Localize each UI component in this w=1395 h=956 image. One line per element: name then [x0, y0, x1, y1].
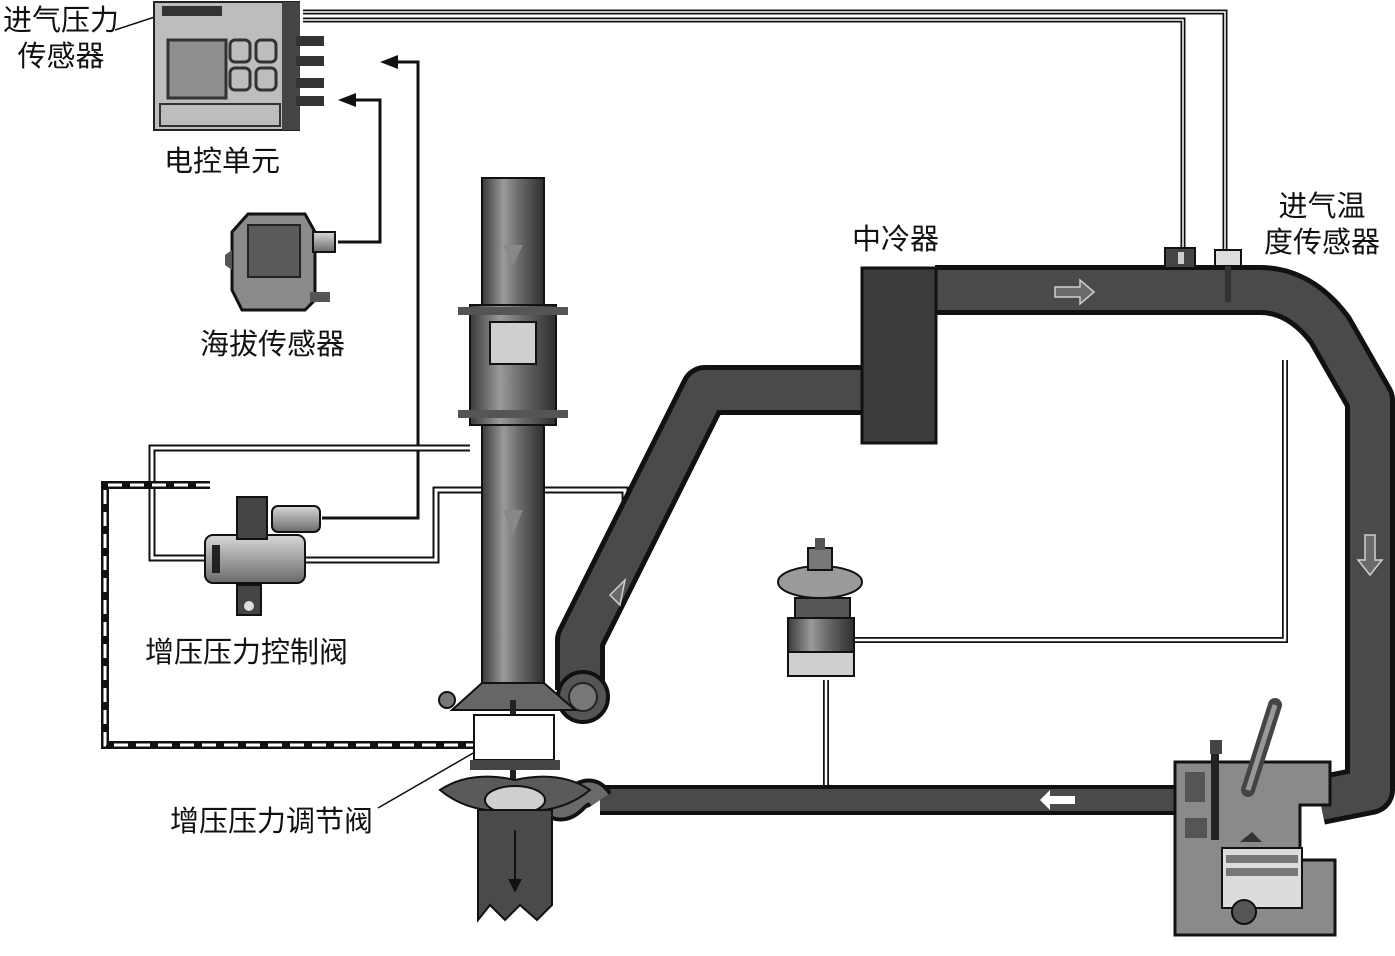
temp-signal-line — [303, 9, 1228, 255]
intercooler-label: 中冷器 — [852, 222, 940, 256]
altitude-sensor-icon — [225, 212, 336, 312]
temperature-sensor-icon — [1214, 249, 1242, 302]
intake-column — [449, 177, 578, 711]
diverter-valve-icon — [777, 538, 863, 677]
intake-pressure-sensor-label-line-2: 传感器 — [17, 39, 105, 73]
pressure-signal-line — [303, 17, 1186, 250]
ecu-label: 电控单元 — [164, 144, 281, 178]
ecu-board-icon — [153, 1, 324, 131]
ecu-valve-signal-line — [322, 60, 420, 520]
signal-lines — [303, 9, 1228, 520]
boost-control-valve-label: 增压压力控制阀 — [145, 635, 349, 669]
intake-temp-sensor-label-line-2: 度传感器 — [1263, 225, 1380, 259]
pressure-sensor-icon — [1164, 247, 1196, 269]
charge-air-pipe — [555, 265, 1395, 825]
intake-temp-sensor-label-line-1: 进气温 — [1278, 189, 1366, 223]
exhaust-pipe — [537, 778, 1180, 822]
boost-regulating-valve-label: 增压压力调节阀 — [170, 804, 374, 838]
flow-arrow-icon — [608, 278, 1384, 810]
intake-temp-sensor-label: 进气温 度传感器 — [1252, 188, 1392, 260]
altitude-sensor-label: 海拔传感器 — [200, 327, 346, 361]
intercooler-block — [860, 266, 938, 445]
signal-arrow-1 — [380, 55, 398, 69]
engine-cylinder-icon — [1173, 698, 1337, 937]
intake-pressure-sensor-label-line-1: 进气压力 — [2, 3, 119, 37]
intake-pressure-sensor-label: 进气压力 传感器 — [0, 2, 122, 74]
solenoid-valve-icon — [204, 496, 321, 616]
signal-arrow-2 — [338, 93, 356, 107]
altitude-signal-line — [338, 98, 382, 244]
regulating-valve-leader — [377, 751, 476, 809]
turbocharger-icon — [438, 691, 592, 923]
